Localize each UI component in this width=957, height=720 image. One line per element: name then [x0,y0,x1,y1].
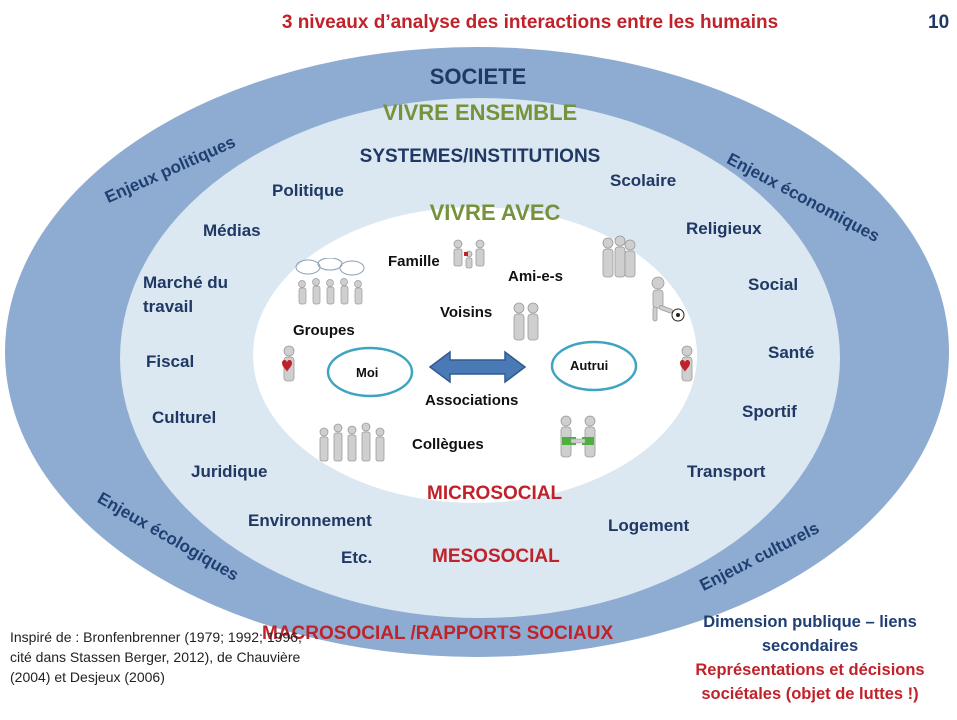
soccer-player-icon [642,275,686,325]
label-voisins: Voisins [440,304,493,321]
moi-circle [326,346,414,398]
neighbors-hug-icon [508,300,544,344]
societe-heading: SOCIETE [429,64,527,89]
meso-item-fiscal: Fiscal [146,352,195,371]
slide-title: 3 niveaux d’analyse des interactions ent… [281,12,779,33]
handshake-icon [556,413,600,461]
macrosocial-label: MACROSOCIAL /RAPPORTS SOCIAUX [262,623,614,644]
meso-item-etc: Etc. [341,548,373,567]
double-arrow-icon [428,350,527,384]
meso-item-logement: Logement [608,516,690,535]
meso-item-culturel: Culturel [152,408,217,427]
slide-number: 10 [928,12,950,33]
label-associations: Associations [425,392,519,409]
vivre-avec-heading: VIVRE AVEC [429,200,561,225]
label-famille: Famille [388,253,440,270]
label-collegues: Collègues [412,436,484,453]
mesosocial-label: MESOSOCIAL [432,546,560,567]
chat-group-icon [290,258,372,308]
meso-item-sportif: Sportif [742,402,797,421]
label-groupes: Groupes [293,322,355,339]
meso-item-marche-travail-1: Marché du [143,273,229,292]
autrui-circle [550,340,638,392]
label-moi: Moi [356,365,379,380]
meso-item-juridique: Juridique [191,462,268,481]
meso-item-marche-travail-2: travail [143,297,194,316]
meso-item-transport: Transport [687,462,766,481]
heart-figure-icon [276,345,302,385]
meso-item-politique: Politique [272,181,344,200]
meso-item-medias: Médias [203,221,261,240]
vivre-ensemble-heading: VIVRE ENSEMBLE [382,100,578,125]
friends-group-icon [598,235,638,287]
dimension-line-2: Représentations et décisions sociétales … [695,661,925,703]
label-autrui: Autrui [570,358,609,373]
meso-item-environnement: Environnement [248,511,372,530]
label-amis: Ami-e-s [508,268,564,285]
family-figures-icon [446,238,494,276]
systemes-institutions-heading: SYSTEMES/INSTITUTIONS [359,146,601,167]
meso-item-religieux: Religieux [686,219,762,238]
citation-text: Inspiré de : Bronfenbrenner (1979; 1992;… [10,629,302,685]
microsocial-label: MICROSOCIAL [427,483,563,504]
heart-figure-icon [674,345,700,385]
dimension-line-1: Dimension publique – liens secondaires [703,613,917,655]
meso-item-scolaire: Scolaire [610,171,677,190]
meso-item-sante: Santé [768,343,815,362]
dimension-publique: Dimension publique – liens secondaires R… [660,610,957,706]
meso-item-social: Social [748,275,799,294]
colleagues-group-icon [316,418,390,468]
